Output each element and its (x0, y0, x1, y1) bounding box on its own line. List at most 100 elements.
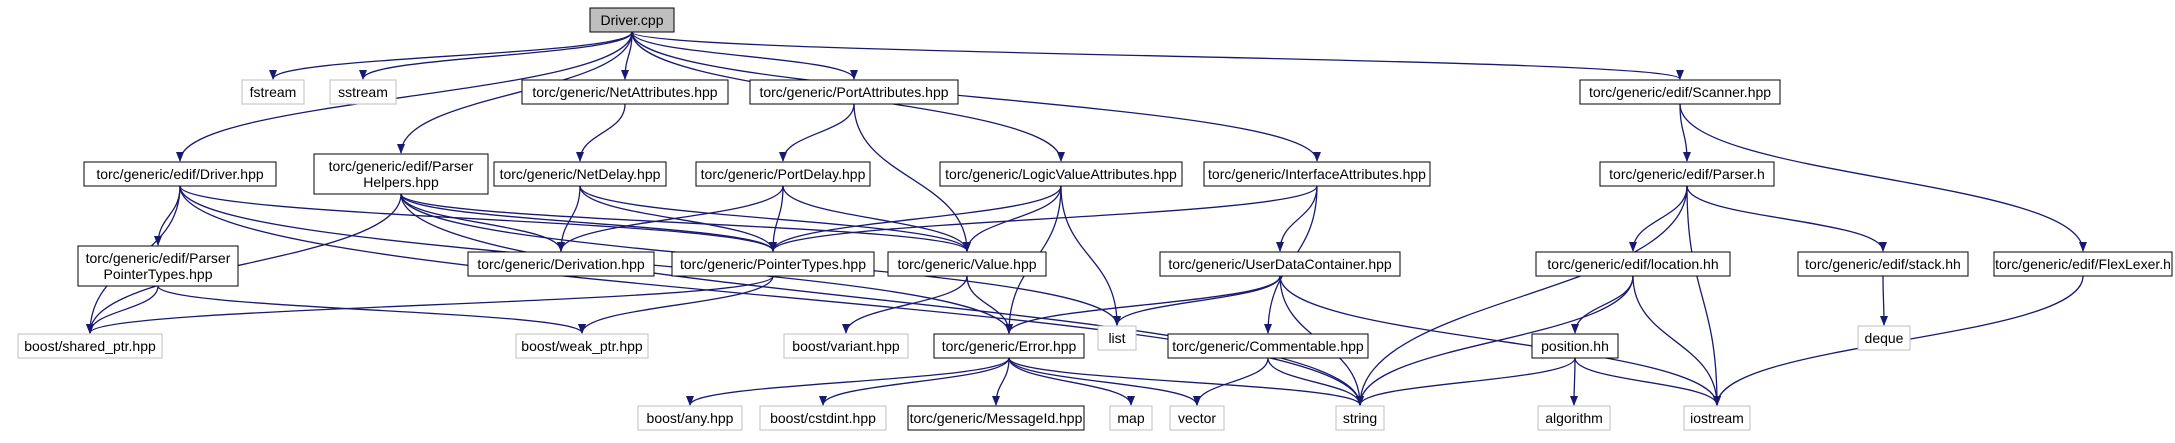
node-label: sstream (338, 84, 388, 100)
node-net-delay[interactable]: torc/generic/NetDelay.hpp (493, 161, 667, 187)
edge-net_delay-to-value (579, 185, 971, 252)
edge-logic_value_attributes-to-pointer_types (769, 185, 1062, 252)
node-edif-driver[interactable]: torc/generic/edif/Driver.hpp (83, 161, 277, 187)
node-location-hh[interactable]: torc/generic/edif/location.hh (1535, 251, 1731, 277)
node-error[interactable]: torc/generic/Error.hpp (933, 333, 1085, 359)
node-label: torc/generic/InterfaceAttributes.hpp (1208, 166, 1426, 182)
node-vector: vector (1169, 405, 1225, 431)
edge-location_hh-to-position_hh (1571, 275, 1634, 334)
node-box (1683, 405, 1751, 431)
node-label: boost/weak_ptr.hpp (521, 338, 643, 354)
edge-value-to-variant (842, 275, 968, 334)
edge-parser_helpers-to-derivation (400, 193, 565, 252)
node-weak-ptr: boost/weak_ptr.hpp (515, 333, 649, 359)
node-box (749, 79, 959, 105)
node-box (933, 333, 1085, 359)
node-box (1203, 161, 1431, 187)
edge-logic_value_attributes-to-value (963, 185, 1062, 252)
edge-driver_cpp-to-parser_helpers (397, 31, 633, 154)
node-label: boost/cstdint.hpp (770, 410, 876, 426)
node-net-attributes[interactable]: torc/generic/NetAttributes.hpp (521, 79, 729, 105)
node-message-id[interactable]: torc/generic/MessageId.hpp (907, 405, 1085, 431)
node-label: map (1117, 410, 1144, 426)
node-sstream: sstream (329, 79, 397, 105)
edge-driver_cpp-to-scanner (631, 31, 1684, 80)
node-driver-cpp[interactable]: Driver.cpp (589, 7, 675, 33)
edge-error-to-map (1008, 357, 1135, 406)
node-label: iostream (1690, 410, 1744, 426)
node-box (887, 251, 1047, 277)
edge-parser_helpers-to-pointer_types (400, 193, 777, 252)
node-box (515, 333, 649, 359)
edge-edif_driver-to-string (179, 185, 1364, 406)
edge-parser_helpers-to-shared_ptr (86, 193, 402, 334)
edge-parser_pointer_types-to-weak_ptr (157, 285, 586, 334)
node-label: torc/generic/PortDelay.hpp (701, 166, 866, 182)
edge-position_hh-to-iostream (1574, 357, 1721, 406)
node-label: torc/generic/edif/Parser (329, 158, 474, 174)
node-interface-attributes[interactable]: torc/generic/InterfaceAttributes.hpp (1203, 161, 1431, 187)
node-pointer-types[interactable]: torc/generic/PointerTypes.hpp (671, 251, 875, 277)
edge-parser_helpers-to-string (400, 193, 1364, 406)
edge-position_hh-to-string (1356, 357, 1576, 406)
node-box (1537, 405, 1611, 431)
node-label: torc/generic/PointerTypes.hpp (680, 256, 866, 272)
node-user-data-container[interactable]: torc/generic/UserDataContainer.hpp (1159, 251, 1401, 277)
node-label: boost/shared_ptr.hpp (24, 338, 156, 354)
node-label: torc/generic/Derivation.hpp (477, 256, 645, 272)
node-port-delay[interactable]: torc/generic/PortDelay.hpp (695, 161, 871, 187)
node-label: torc/generic/edif/Driver.hpp (96, 166, 264, 182)
node-box (313, 153, 489, 195)
node-label: torc/generic/Commentable.hpp (1172, 338, 1364, 354)
edge-port_attributes-to-port_delay (779, 103, 855, 162)
node-box (521, 79, 729, 105)
edge-error-to-vector (1008, 357, 1201, 406)
node-box (1335, 405, 1385, 431)
node-box (1109, 405, 1153, 431)
node-box (1579, 79, 1781, 105)
node-logic-value-attributes[interactable]: torc/generic/LogicValueAttributes.hpp (939, 161, 1183, 187)
node-algorithm: algorithm (1537, 405, 1611, 431)
edge-position_hh-to-algorithm (1570, 357, 1579, 406)
node-label: torc/generic/NetDelay.hpp (500, 166, 661, 182)
node-label: torc/generic/edif/stack.hh (1805, 256, 1961, 272)
node-label: torc/generic/Value.hpp (897, 256, 1036, 272)
node-box (589, 7, 675, 33)
node-label: torc/generic/LogicValueAttributes.hpp (945, 166, 1177, 182)
node-box (695, 161, 871, 187)
node-string: string (1335, 405, 1385, 431)
node-label: fstream (250, 84, 297, 100)
edge-error-to-string (1008, 357, 1364, 406)
node-derivation[interactable]: torc/generic/Derivation.hpp (467, 251, 655, 277)
node-label: torc/generic/PortAttributes.hpp (759, 84, 948, 100)
node-label: torc/generic/edif/location.hh (1547, 256, 1718, 272)
node-stack-hh[interactable]: torc/generic/edif/stack.hh (1797, 251, 1969, 277)
node-label: torc/generic/UserDataContainer.hpp (1168, 256, 1392, 272)
node-box (759, 405, 887, 431)
edge-parser_helpers-to-value (400, 193, 971, 252)
edge-driver_cpp-to-port_attributes (631, 31, 858, 80)
node-cstdint: boost/cstdint.hpp (759, 405, 887, 431)
node-flex-lexer[interactable]: torc/generic/edif/FlexLexer.h (1993, 251, 2173, 277)
node-position-hh[interactable]: position.hh (1531, 333, 1619, 359)
node-parser-h[interactable]: torc/generic/edif/Parser.h (1599, 161, 1775, 187)
node-box (83, 161, 277, 187)
node-label: torc/generic/Error.hpp (942, 338, 1077, 354)
node-port-attributes[interactable]: torc/generic/PortAttributes.hpp (749, 79, 959, 105)
edge-interface_attributes-to-pointer_types (769, 185, 1318, 252)
node-label: string (1343, 410, 1377, 426)
node-box (1159, 251, 1401, 277)
edge-port_delay-to-derivation (557, 185, 784, 252)
node-scanner[interactable]: torc/generic/edif/Scanner.hpp (1579, 79, 1781, 105)
node-value[interactable]: torc/generic/Value.hpp (887, 251, 1047, 277)
node-box (907, 405, 1085, 431)
edge-parser_h-to-stack_hh (1686, 185, 1887, 252)
node-deque: deque (1857, 325, 1911, 351)
edge-user_data_container-to-list (1113, 275, 1281, 326)
node-commentable[interactable]: torc/generic/Commentable.hpp (1167, 333, 1369, 359)
edge-pointer_types-to-shared_ptr (86, 275, 774, 334)
edge-parser_pointer_types-to-shared_ptr (86, 285, 159, 334)
